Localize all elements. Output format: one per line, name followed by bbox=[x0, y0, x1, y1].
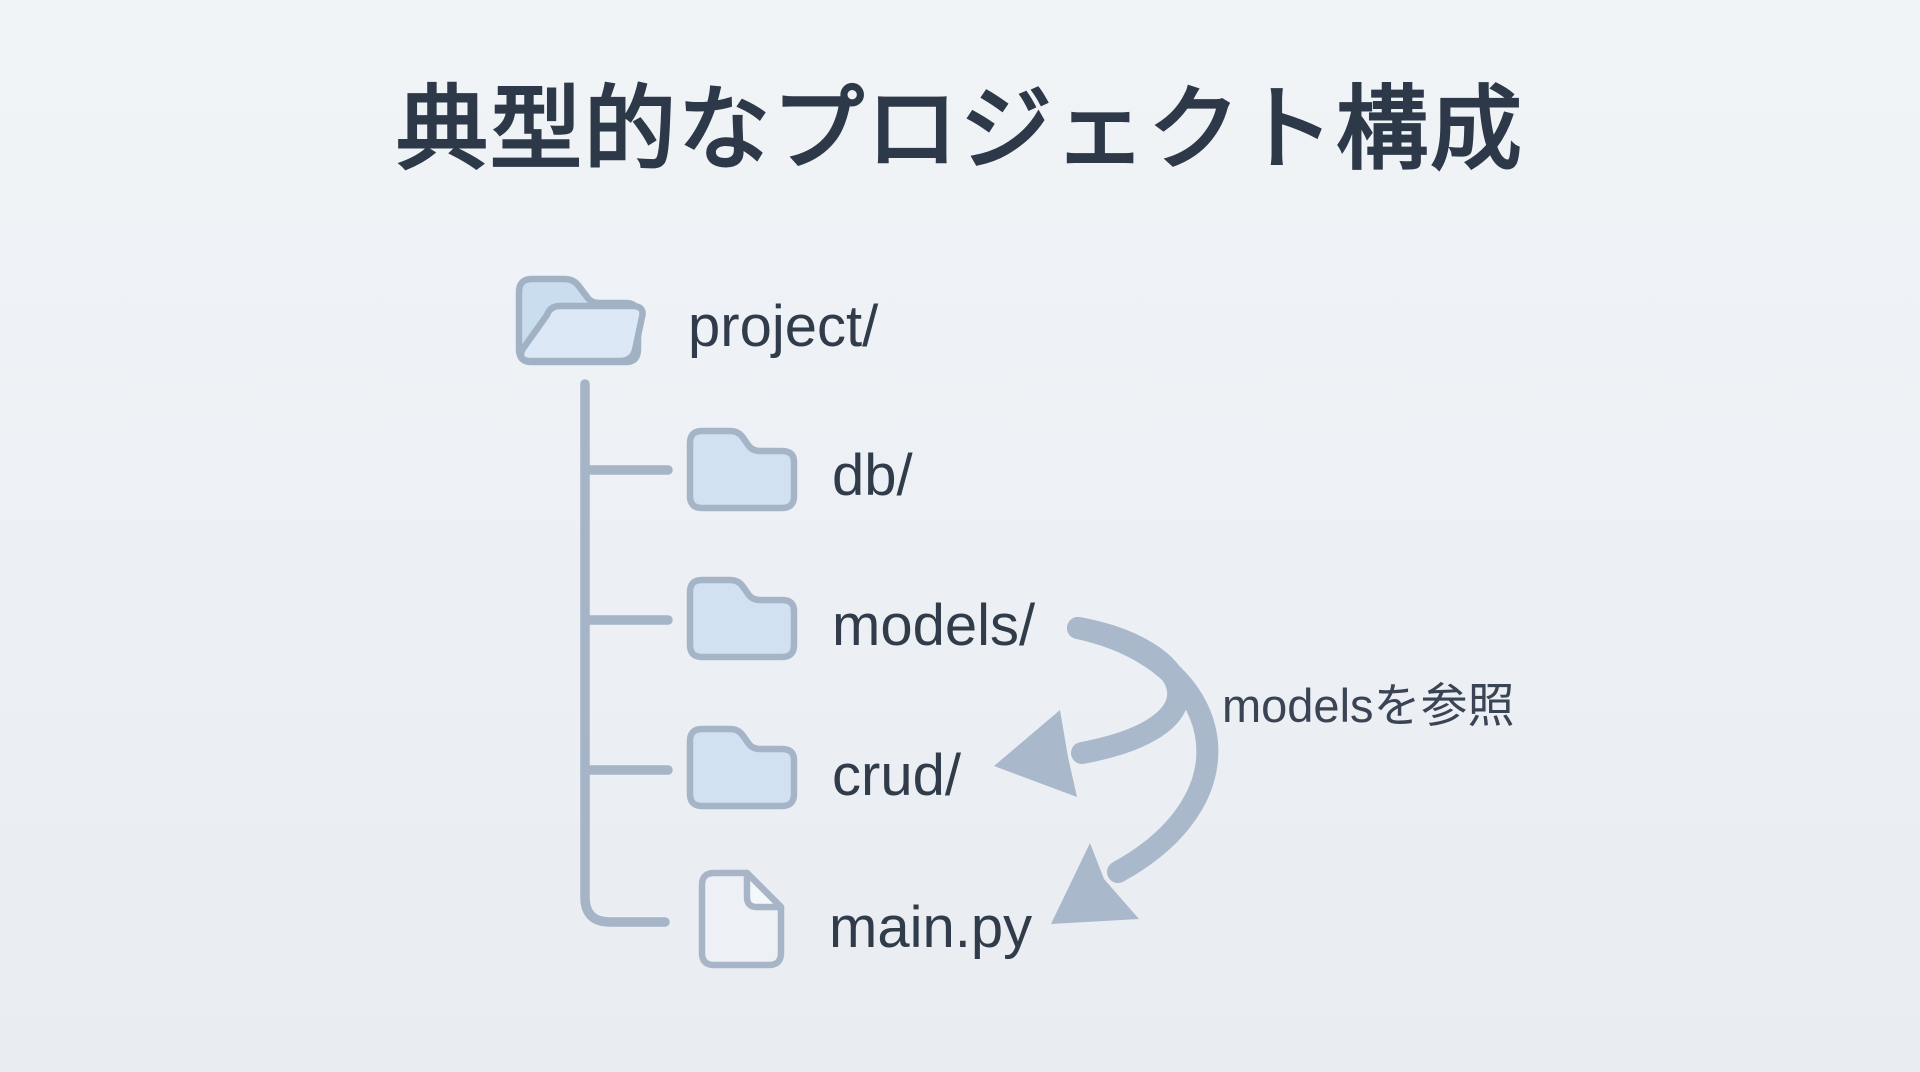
curved-arrow-to-main bbox=[1067, 617, 1219, 883]
arrowhead-crud-icon bbox=[994, 710, 1077, 797]
page-title: 典型的なプロジェクト構成 bbox=[395, 79, 1524, 181]
arrowhead-main-icon bbox=[1051, 843, 1139, 924]
folder-icon bbox=[690, 580, 794, 657]
tree-node-db-label: db/ bbox=[832, 443, 913, 508]
folder-icon bbox=[690, 729, 794, 806]
tree-connector-lines bbox=[580, 379, 673, 927]
tree-node-project-label: project/ bbox=[688, 294, 879, 359]
tree-node-models-label: models/ bbox=[832, 593, 1036, 658]
reference-arrows bbox=[994, 617, 1219, 924]
tree-node-crud-label: crud/ bbox=[832, 743, 961, 808]
folder-open-icon bbox=[515, 275, 646, 366]
tree-node-main-py-label: main.py bbox=[829, 895, 1033, 960]
arrow-annotation-label: modelsを参照 bbox=[1222, 679, 1515, 732]
tree-trunk-line bbox=[580, 379, 670, 927]
folder-icon bbox=[690, 431, 794, 508]
file-icon bbox=[702, 873, 781, 965]
